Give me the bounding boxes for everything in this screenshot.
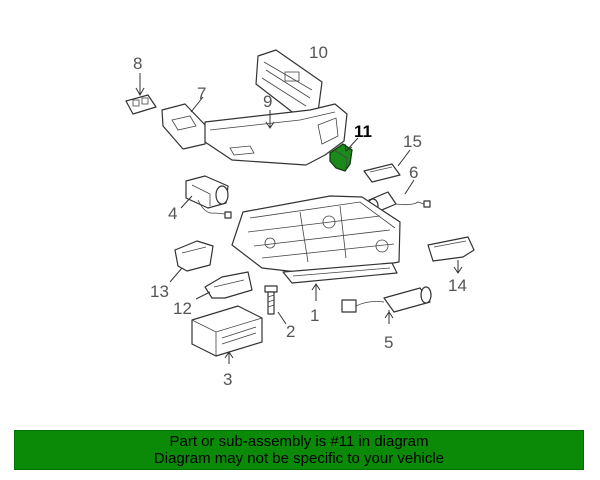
info-banner: Part or sub-assembly is #11 in diagram D… — [14, 430, 584, 470]
part-11[interactable]: 11 — [329, 122, 372, 172]
callout-13: 13 — [150, 282, 169, 301]
part-2[interactable]: 2 — [264, 285, 295, 341]
part-5[interactable]: 5 — [341, 286, 432, 352]
callout-15: 15 — [403, 132, 422, 151]
part-1[interactable]: 1 — [282, 262, 398, 325]
callout-3: 3 — [223, 370, 232, 389]
callout-1: 1 — [310, 306, 319, 325]
part-4[interactable]: 4 — [168, 175, 232, 223]
part-12[interactable]: 12 — [173, 271, 253, 318]
part-9[interactable]: 9 — [204, 92, 348, 166]
callout-10: 10 — [309, 43, 328, 62]
part-8[interactable]: 8 — [125, 54, 157, 115]
callout-11: 11 — [354, 122, 372, 141]
callout-2: 2 — [286, 322, 295, 341]
banner-line-2: Diagram may not be specific to your vehi… — [153, 450, 445, 467]
callout-4: 4 — [168, 204, 177, 223]
callout-12: 12 — [173, 299, 192, 318]
callout-8: 8 — [133, 54, 142, 73]
part-7[interactable]: 7 — [161, 84, 208, 150]
part-3[interactable]: 3 — [191, 305, 263, 389]
part-13[interactable]: 13 — [150, 240, 214, 301]
seat-track-assembly — [231, 195, 401, 276]
part-14[interactable]: 14 — [427, 236, 475, 295]
callout-5: 5 — [384, 333, 393, 352]
banner-line-1: Part or sub-assembly is #11 in diagram — [169, 433, 429, 450]
callout-9: 9 — [263, 92, 272, 111]
parts-diagram: 8 7 10 9 11 15 — [125, 43, 475, 389]
callout-7: 7 — [197, 84, 206, 103]
callout-6: 6 — [409, 163, 418, 182]
part-15[interactable]: 15 — [363, 132, 422, 183]
callout-14: 14 — [448, 276, 467, 295]
